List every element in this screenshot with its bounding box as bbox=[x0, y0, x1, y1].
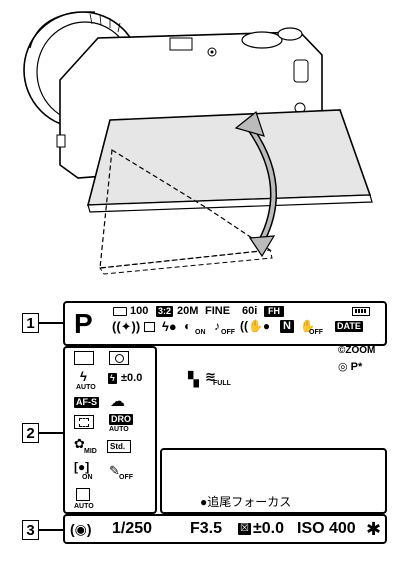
steadyshot-indicator-icon: (◉) bbox=[70, 521, 92, 537]
record-setting-badge: FH bbox=[264, 306, 284, 317]
face-detect-icon: ✋ bbox=[300, 319, 315, 333]
metering-mode-icon bbox=[109, 351, 129, 365]
leader-1 bbox=[39, 322, 63, 324]
smile-shutter-icon: [●] bbox=[74, 460, 90, 474]
panel-bottom-right bbox=[160, 448, 387, 514]
shutter-speed: 1/250 bbox=[112, 520, 153, 537]
frame-rate: 60i bbox=[242, 305, 258, 317]
battery-icon bbox=[352, 307, 370, 316]
focus-mode-badge: AF-S bbox=[74, 397, 99, 408]
leader-2 bbox=[39, 432, 63, 434]
panel-top bbox=[63, 301, 387, 346]
drive-frame-icon bbox=[74, 351, 94, 365]
focus-area-center bbox=[79, 418, 89, 427]
ae-lock-icon: ✱ bbox=[366, 519, 382, 539]
focus-area-icon bbox=[74, 415, 94, 429]
wifi-icon: ((✋● bbox=[240, 319, 271, 333]
auto-framing-label: AUTO bbox=[74, 503, 94, 510]
steadyshot-icon: ((✦)) bbox=[112, 319, 141, 334]
drive-mode-icon bbox=[144, 322, 155, 332]
callout-2: 2 bbox=[22, 423, 39, 443]
callout-2-label: 2 bbox=[26, 424, 35, 442]
metering-indicator-icon: ▚ bbox=[188, 371, 199, 387]
callout-3: 3 bbox=[22, 520, 39, 540]
white-balance-icon: ☁ bbox=[110, 393, 125, 410]
af-illuminator-on: ON bbox=[195, 329, 206, 336]
callout-1: 1 bbox=[22, 313, 39, 333]
aspect-ratio-badge: 3:2 bbox=[156, 306, 174, 317]
creative-style-label: Std. bbox=[110, 442, 126, 451]
flash-icon: ϟ bbox=[80, 369, 87, 384]
iso-value: ISO 400 bbox=[297, 520, 356, 537]
image-quality: FINE bbox=[205, 305, 231, 317]
af-illuminator-icon: ◐ bbox=[184, 319, 192, 333]
flash-auto: AUTO bbox=[76, 384, 96, 391]
camera-illustration bbox=[23, 11, 373, 275]
leader-3 bbox=[39, 529, 63, 531]
soft-skin-icon: ✿ bbox=[74, 436, 85, 451]
program-shift-label: P* bbox=[350, 361, 363, 373]
dro-badge: DRO bbox=[109, 414, 133, 425]
panel-left bbox=[63, 346, 157, 514]
picture-effect-off: OFF bbox=[119, 474, 133, 481]
buffer-icon: ≋ bbox=[205, 369, 216, 384]
flash-comp-value: ±0.0 bbox=[121, 372, 143, 384]
auto-framing-icon bbox=[76, 488, 90, 501]
panel-bottom bbox=[63, 514, 387, 544]
metering-center bbox=[115, 354, 124, 363]
nfc-icon: N bbox=[280, 320, 294, 333]
shooting-mode: P bbox=[74, 308, 93, 339]
image-size: 20M bbox=[177, 305, 199, 317]
creative-style-icon: Std. bbox=[107, 440, 131, 453]
memory-card-icon bbox=[113, 307, 127, 316]
tracking-focus-label: ●追尾フォーカス bbox=[200, 495, 292, 509]
date-badge: DATE bbox=[335, 321, 363, 332]
exposure-comp-icon: ☒ bbox=[238, 523, 251, 535]
remaining-shots: 100 bbox=[130, 305, 149, 317]
flash-mode-icon: ϟ● bbox=[162, 319, 177, 334]
zoom-label: ZOOM bbox=[345, 345, 376, 356]
audio-off: OFF bbox=[221, 329, 235, 336]
exposure-comp-value: ±0.0 bbox=[253, 520, 285, 537]
face-detect-off: OFF bbox=[309, 329, 323, 336]
callout-1-label: 1 bbox=[26, 314, 35, 332]
callout-3-label: 3 bbox=[26, 521, 35, 539]
soft-skin-mid: MID bbox=[84, 448, 97, 455]
dro-auto: AUTO bbox=[109, 426, 129, 433]
battery-level bbox=[355, 309, 367, 313]
audio-icon: ♪ bbox=[214, 319, 220, 333]
smile-shutter-on: ON bbox=[82, 474, 93, 481]
flash-comp-icon: ϟ bbox=[108, 373, 117, 384]
picture-effect-icon: ✎ bbox=[109, 463, 120, 478]
zoom-indicator: ©ZOOM bbox=[338, 345, 376, 356]
buffer-full: FULL bbox=[213, 380, 231, 387]
program-shift: ◎ P* bbox=[338, 361, 363, 373]
aperture-value: F3.5 bbox=[190, 520, 223, 537]
